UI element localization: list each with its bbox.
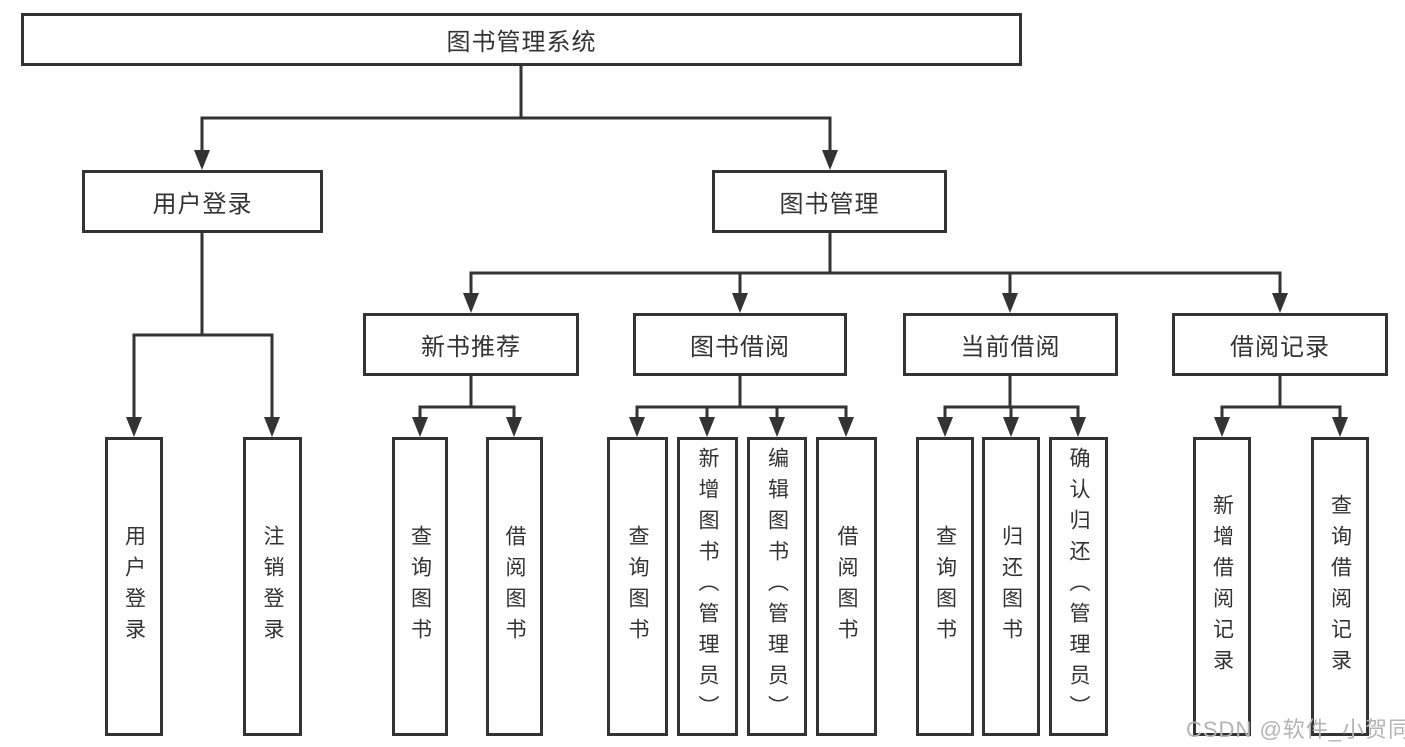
node-book-management: 图书管理 xyxy=(712,170,947,233)
node-label: 借阅记录 xyxy=(1230,334,1330,361)
node-label: 用户登录 xyxy=(122,524,146,649)
leaf-records-add-borrow-record: 新增借阅记录 xyxy=(1193,437,1251,736)
node-label: 借阅图书 xyxy=(503,524,526,649)
node-label: 查询图书 xyxy=(933,524,957,649)
node-label: 用户登录 xyxy=(152,191,253,218)
node-book-borrow: 图书借阅 xyxy=(633,313,847,376)
csdn-watermark: CSDN @软件_小贺同学 xyxy=(1186,717,1405,742)
leaf-newbook-borrow-books: 借阅图书 xyxy=(486,437,543,736)
node-user-login: 用户登录 xyxy=(82,170,323,233)
node-label: 编辑图书（管理员） xyxy=(765,447,789,726)
leaf-current-query-books: 查询图书 xyxy=(916,437,974,736)
node-label: 图书管理系统 xyxy=(446,29,597,56)
node-root-library-management-system: 图书管理系统 xyxy=(21,13,1022,66)
node-label: 新书推荐 xyxy=(421,334,521,361)
node-label: 当前借阅 xyxy=(960,334,1061,361)
leaf-records-query-borrow-record: 查询借阅记录 xyxy=(1311,437,1369,736)
leaf-borrow-borrow-books: 借阅图书 xyxy=(816,437,877,736)
leaf-borrow-edit-books-admin: 编辑图书（管理员） xyxy=(747,437,807,736)
node-new-book-recommend: 新书推荐 xyxy=(363,313,579,376)
node-label: 新增图书（管理员） xyxy=(696,447,719,726)
node-label: 确认归还（管理员） xyxy=(1067,447,1090,726)
leaf-user-login: 用户登录 xyxy=(105,437,163,736)
node-label: 图书借阅 xyxy=(690,334,790,361)
node-label: 新增借阅记录 xyxy=(1210,493,1234,680)
node-label: 归还图书 xyxy=(999,524,1023,649)
node-label: 查询图书 xyxy=(408,524,432,649)
node-label: 借阅图书 xyxy=(835,524,858,649)
leaf-borrow-query-books: 查询图书 xyxy=(607,437,668,736)
leaf-current-return-books: 归还图书 xyxy=(982,437,1040,736)
node-borrow-records: 借阅记录 xyxy=(1172,313,1388,376)
node-label: 查询借阅记录 xyxy=(1328,493,1352,680)
leaf-newbook-query-books: 查询图书 xyxy=(392,437,448,736)
leaf-borrow-add-books-admin: 新增图书（管理员） xyxy=(677,437,738,736)
node-label: 注销登录 xyxy=(261,524,284,649)
node-current-borrow: 当前借阅 xyxy=(903,313,1118,376)
leaf-logout: 注销登录 xyxy=(243,437,302,736)
node-label: 查询图书 xyxy=(626,524,649,649)
node-label: 图书管理 xyxy=(779,191,880,218)
leaf-current-confirm-return-admin: 确认归还（管理员） xyxy=(1049,437,1108,736)
